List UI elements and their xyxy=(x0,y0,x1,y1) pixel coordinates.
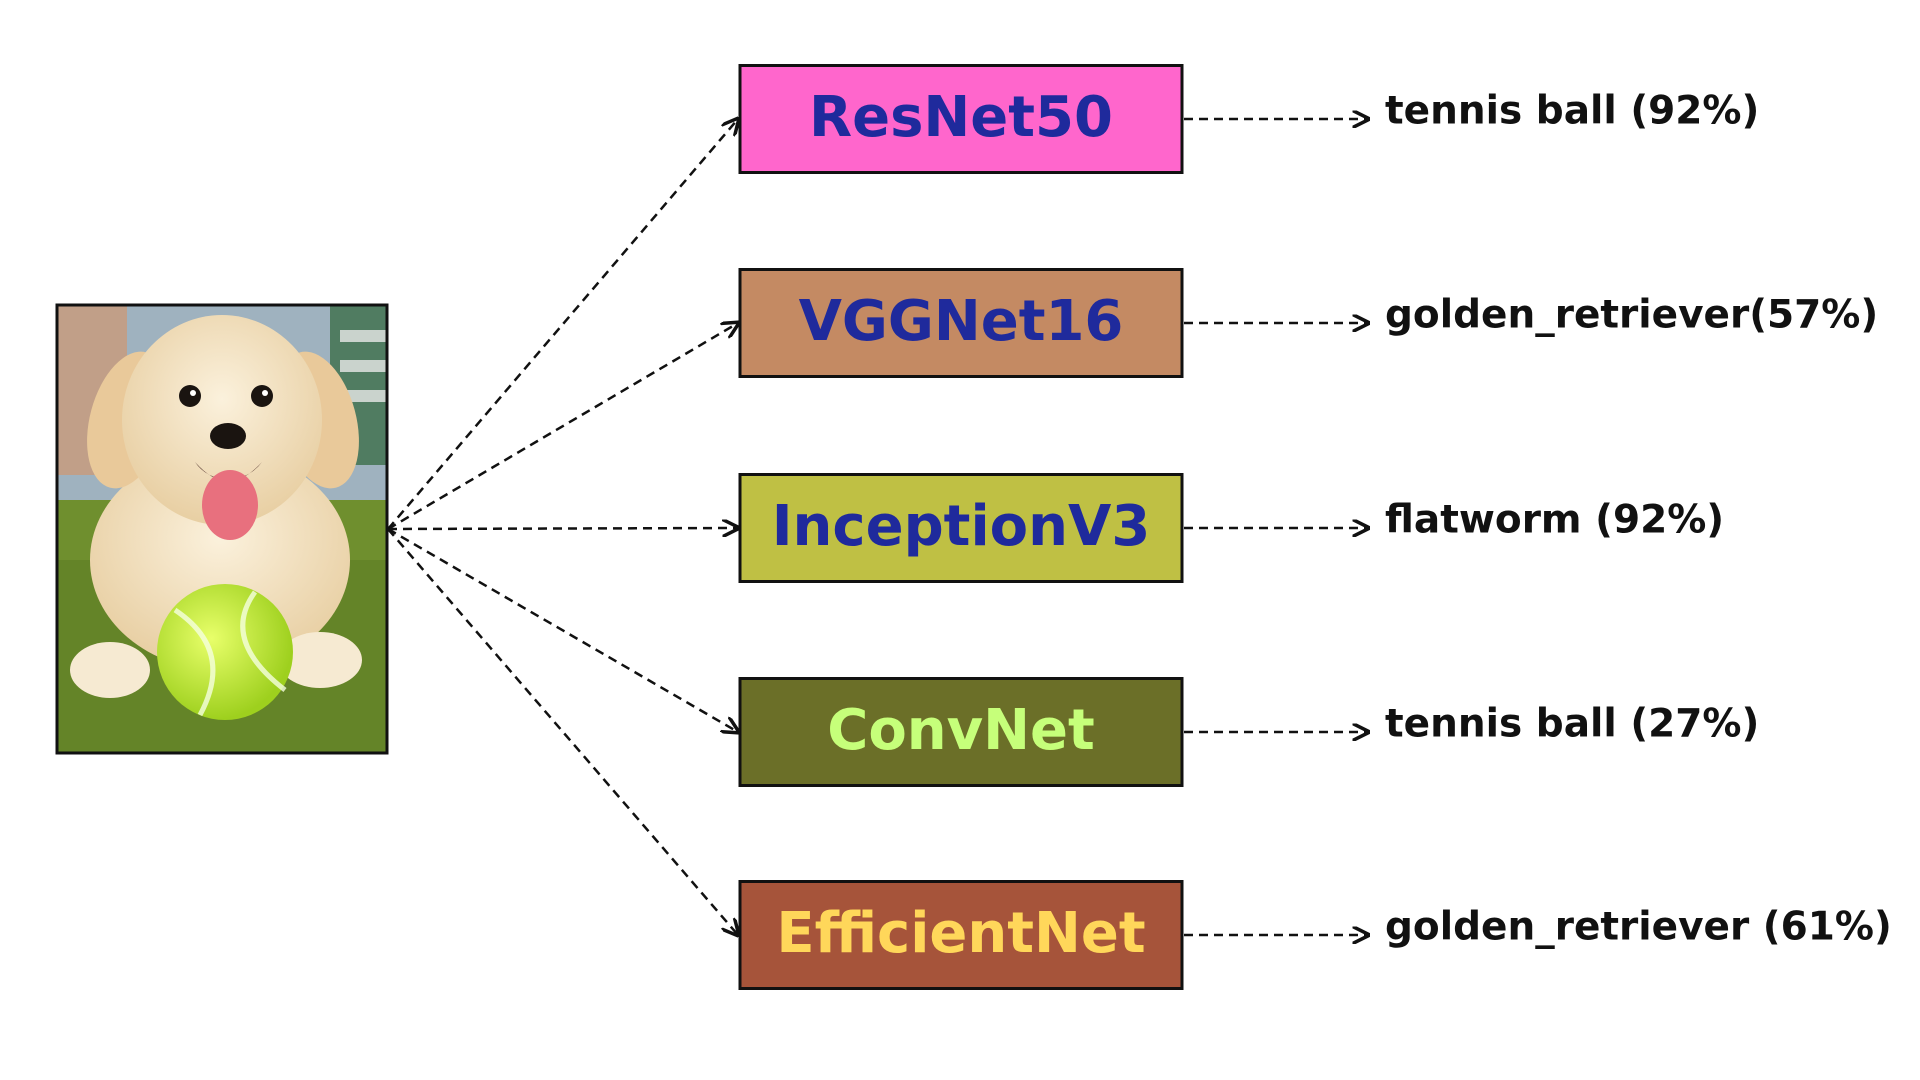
model-box-fill-vggnet16 xyxy=(738,268,1184,378)
model-box-resnet50: ResNet50 xyxy=(738,64,1184,174)
arrow-to-convnet xyxy=(387,527,738,732)
model-box-inceptionv3: InceptionV3 xyxy=(738,473,1184,583)
model-box-fill-inceptionv3 xyxy=(738,473,1184,583)
model-name-vggnet16: VGGNet16 xyxy=(799,289,1124,354)
model-box-efficientnet: EfficientNet xyxy=(738,880,1184,990)
output-arrows xyxy=(1184,119,1368,935)
model-box-fill-resnet50 xyxy=(738,64,1184,174)
arrow-to-inceptionv3 xyxy=(387,528,738,529)
prediction-resnet50: tennis ball (92%) xyxy=(1385,89,1759,134)
predictions: tennis ball (92%) golden_retriever(57%)fl… xyxy=(1385,89,1892,950)
model-box-convnet: ConvNet xyxy=(738,677,1184,787)
model-name-inceptionv3: InceptionV3 xyxy=(772,494,1151,559)
model-boxes: ResNet50VGGNet16InceptionV3ConvNetEffici… xyxy=(738,64,1184,990)
prediction-convnet: tennis ball (27%) xyxy=(1385,702,1759,747)
prediction-vggnet16: golden_retriever(57%) xyxy=(1385,293,1878,338)
puppy-body xyxy=(90,450,350,670)
input-arrows xyxy=(387,119,738,935)
arrow-to-resnet50 xyxy=(387,119,738,530)
arrow-to-efficientnet xyxy=(387,528,738,935)
model-box-vggnet16: VGGNet16 xyxy=(738,268,1184,378)
model-name-convnet: ConvNet xyxy=(827,698,1095,763)
prediction-efficientnet: golden_retriever (61%) xyxy=(1385,905,1892,950)
arrow-to-vggnet16 xyxy=(387,323,738,531)
model-box-fill-convnet xyxy=(738,677,1184,787)
model-box-fill-efficientnet xyxy=(738,880,1184,990)
puppy-head xyxy=(122,315,322,525)
tennis-ball xyxy=(157,584,293,720)
model-name-efficientnet: EfficientNet xyxy=(776,901,1145,966)
puppy-tongue xyxy=(202,470,258,540)
input-image-frame xyxy=(55,303,389,755)
input-image xyxy=(55,303,389,755)
model-name-resnet50: ResNet50 xyxy=(809,85,1113,150)
prediction-inceptionv3: flatworm (92%) xyxy=(1385,498,1724,543)
